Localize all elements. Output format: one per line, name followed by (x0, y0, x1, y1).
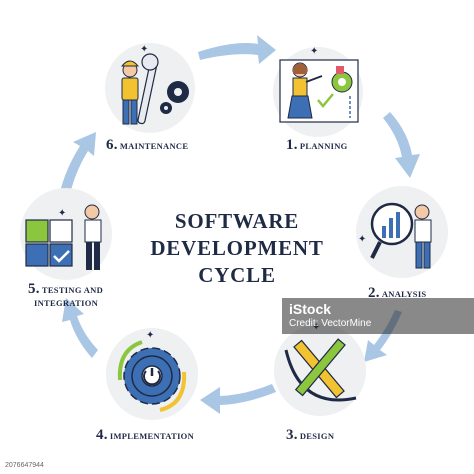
title-line-1: SOFTWARE (174, 209, 300, 233)
image-id: 2076647944 (5, 462, 44, 469)
arrow-4-to-5 (62, 298, 98, 358)
watermark-brand: iStock (289, 301, 332, 317)
brush-icon (294, 338, 346, 397)
design-illustration: ✦ (274, 322, 366, 416)
analysis-illustration: ✦ (356, 186, 448, 278)
arrow-3-to-4 (200, 384, 276, 414)
stage-label-analysis: 2.Analysis (368, 285, 427, 301)
analyst-figure (414, 204, 432, 269)
title-line-2: DEVELOPMENT (150, 236, 324, 260)
stage-label-planning: 1.Planning (286, 137, 348, 153)
implementation-illustration: ✦ (106, 328, 198, 420)
cycle-arrows-icon (117, 340, 187, 412)
arc-line (284, 349, 357, 402)
stage-label-testing: 5.Testing and Integration (28, 281, 104, 309)
cycle-arrows (60, 35, 420, 414)
title-line-3: CYCLE (198, 263, 276, 287)
worker-figure (120, 60, 140, 125)
diagram-title: SOFTWARE DEVELOPMENT CYCLE (0, 208, 474, 289)
watermark-credit: Credit: VectorMine (289, 318, 372, 329)
gear-icon (160, 81, 189, 114)
stage-label-design: 3.Design (286, 427, 335, 443)
arrow-5-to-6 (60, 132, 96, 194)
planning-illustration: ✦ (273, 46, 363, 137)
stage-label-implementation: 4.Implementation (96, 427, 195, 443)
svg-text:✦: ✦ (140, 44, 148, 55)
puzzle-icon (25, 219, 73, 267)
svg-text:✦: ✦ (310, 46, 318, 57)
arrow-1-to-2 (383, 112, 420, 178)
watermark-band (282, 298, 474, 334)
wrench-icon (137, 53, 159, 125)
maintenance-illustration: ✦ (105, 43, 195, 133)
testing-illustration: ✦ (20, 188, 112, 280)
magnifier-icon (370, 202, 414, 259)
stage-label-maintenance: 6.Maintenance (106, 137, 189, 153)
svg-text:✦: ✦ (146, 330, 154, 341)
tester-figure (84, 204, 102, 270)
planner-figure (287, 62, 323, 119)
arrow-6-to-1 (198, 35, 276, 64)
power-gear-icon (123, 347, 181, 405)
svg-text:✦: ✦ (58, 208, 66, 219)
svg-text:✦: ✦ (358, 234, 366, 245)
